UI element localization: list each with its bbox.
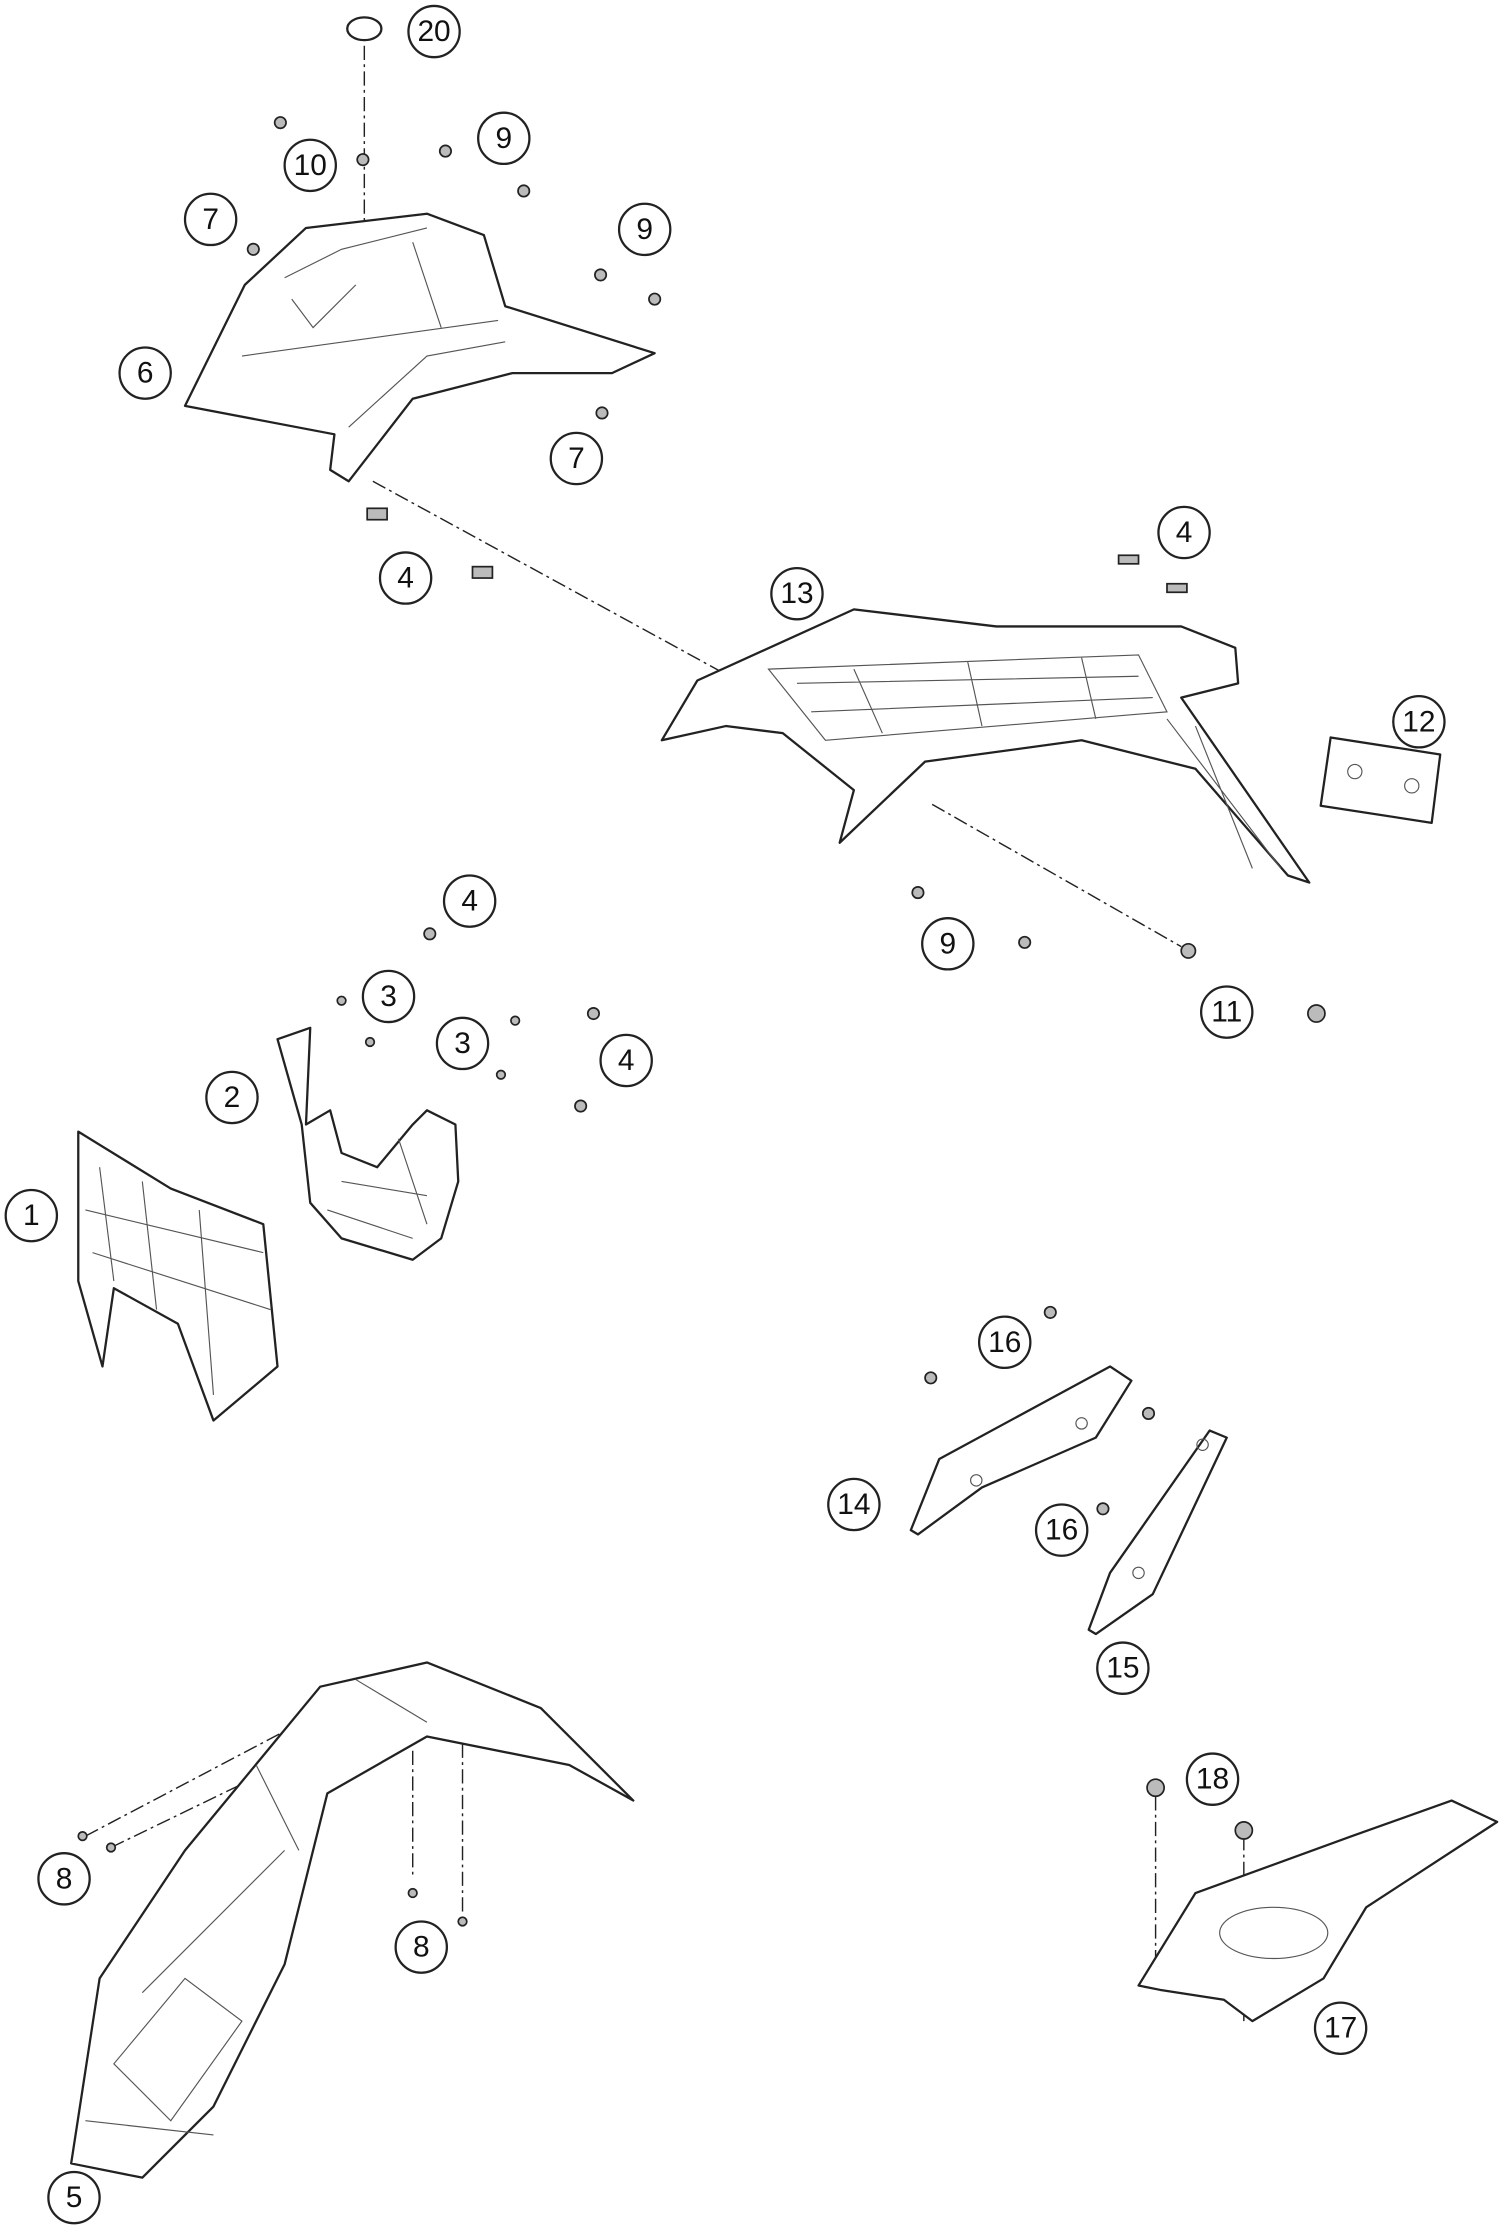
part-2-headlight-bracket — [276, 1026, 460, 1261]
svg-text:4: 4 — [618, 1044, 635, 1077]
svg-text:15: 15 — [1106, 1652, 1139, 1685]
callout-6: 6 — [118, 346, 172, 400]
callout-4: 4 — [599, 1033, 653, 1088]
callout-12: 12 — [1392, 695, 1446, 749]
svg-text:4: 4 — [1176, 516, 1193, 549]
callout-3: 3 — [361, 969, 416, 1024]
callout-18: 18 — [1185, 1752, 1240, 1806]
svg-text:14: 14 — [837, 1488, 870, 1521]
svg-text:10: 10 — [294, 149, 327, 182]
callout-10: 10 — [283, 138, 338, 193]
callout-9: 9 — [617, 202, 672, 257]
svg-text:6: 6 — [137, 357, 154, 390]
part-13-rear-fender — [660, 608, 1311, 884]
callout-4: 4 — [442, 874, 497, 928]
callout-8: 8 — [37, 1852, 91, 1906]
svg-text:11: 11 — [1211, 996, 1242, 1029]
svg-text:17: 17 — [1324, 2012, 1357, 2045]
svg-text:3: 3 — [380, 980, 397, 1013]
svg-text:8: 8 — [56, 1862, 73, 1895]
svg-text:7: 7 — [202, 203, 219, 236]
svg-text:4: 4 — [397, 562, 414, 595]
svg-text:16: 16 — [988, 1326, 1021, 1359]
callout-20: 20 — [407, 4, 461, 59]
part-14-cover — [909, 1365, 1133, 1536]
svg-text:16: 16 — [1045, 1514, 1078, 1547]
svg-text:4: 4 — [461, 885, 478, 918]
svg-text:20: 20 — [417, 15, 450, 48]
callout-14: 14 — [827, 1477, 881, 1532]
svg-text:18: 18 — [1196, 1763, 1229, 1796]
part-15-cover — [1087, 1429, 1228, 1636]
callout-15: 15 — [1096, 1641, 1150, 1695]
callout-16: 16 — [977, 1315, 1032, 1370]
svg-text:12: 12 — [1402, 705, 1435, 738]
svg-text:9: 9 — [636, 213, 653, 246]
callout-13: 13 — [770, 566, 824, 621]
callout-17: 17 — [1313, 2001, 1368, 2055]
callout-16: 16 — [1034, 1503, 1089, 1557]
callout-9: 9 — [477, 111, 531, 166]
part-1-headlight-mask — [77, 1130, 279, 1422]
svg-text:13: 13 — [780, 577, 813, 610]
part-6-rear-bracket — [183, 16, 656, 483]
callout-4: 4 — [378, 551, 433, 605]
part-17-cover — [1137, 1799, 1499, 2023]
svg-text:5: 5 — [66, 2181, 83, 2214]
hardware — [77, 116, 1326, 1927]
callout-2: 2 — [205, 1070, 259, 1125]
callout-4: 4 — [1157, 505, 1211, 560]
svg-text:7: 7 — [568, 442, 585, 475]
callout-9: 9 — [921, 917, 975, 971]
svg-text:9: 9 — [495, 122, 512, 155]
svg-text:2: 2 — [224, 1081, 241, 1114]
callout-5: 5 — [47, 2170, 101, 2225]
callout-11: 11 — [1200, 985, 1254, 1039]
svg-text:9: 9 — [940, 927, 957, 960]
svg-text:1: 1 — [23, 1199, 40, 1232]
callout-8: 8 — [394, 1920, 449, 1974]
svg-text:8: 8 — [413, 1931, 430, 1964]
callout-1: 1 — [4, 1188, 59, 1243]
part-5-front-fender — [70, 1661, 635, 2179]
callout-7: 7 — [549, 431, 604, 486]
part-12-plate — [1319, 736, 1442, 824]
svg-text:3: 3 — [454, 1027, 471, 1060]
callout-3: 3 — [435, 1016, 490, 1071]
callout-7: 7 — [183, 192, 238, 247]
